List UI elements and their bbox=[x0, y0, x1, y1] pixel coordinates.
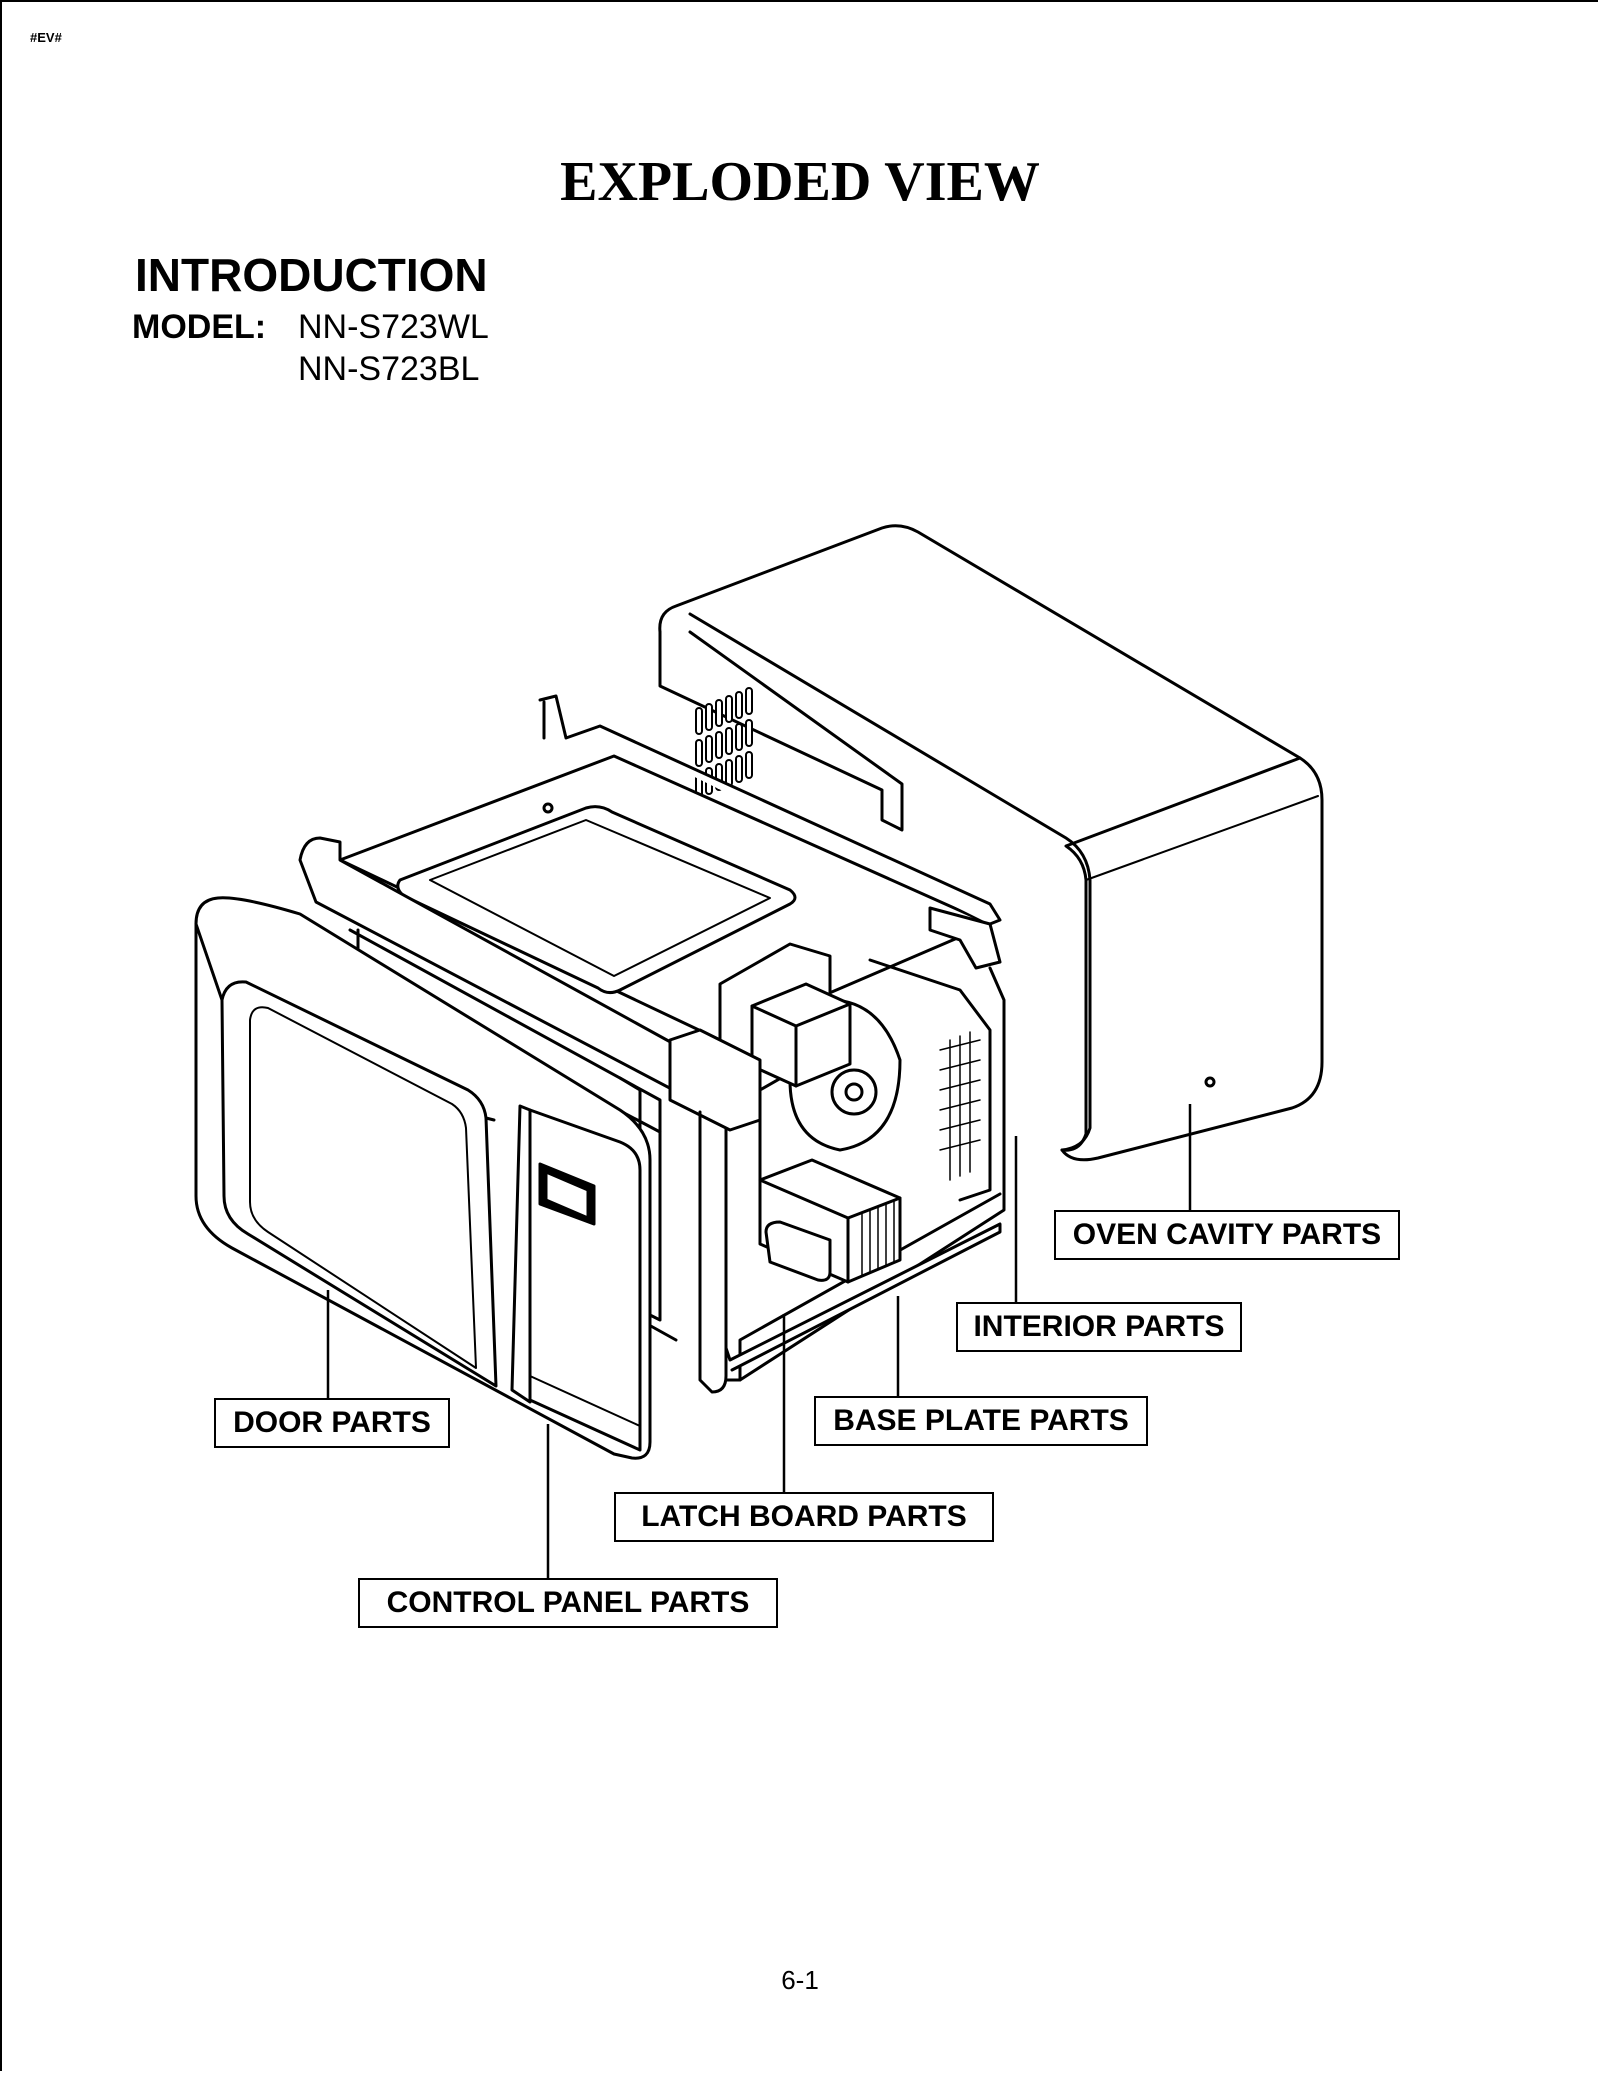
model-number-1: NN-S723WL bbox=[298, 308, 489, 346]
page-title: EXPLODED VIEW bbox=[560, 151, 1040, 213]
latch-board-parts-label[interactable]: LATCH BOARD PARTS bbox=[614, 1492, 994, 1542]
door-parts-label[interactable]: DOOR PARTS bbox=[214, 1398, 450, 1448]
model-label: MODEL: bbox=[132, 308, 267, 346]
base-plate-parts-label[interactable]: BASE PLATE PARTS bbox=[814, 1396, 1148, 1446]
outer-cabinet bbox=[658, 524, 1324, 1162]
section-heading: INTRODUCTION bbox=[135, 249, 488, 301]
model-number-2: NN-S723BL bbox=[298, 350, 480, 388]
oven-chassis bbox=[298, 694, 1006, 1394]
oven-cavity-parts-label[interactable]: OVEN CAVITY PARTS bbox=[1054, 1210, 1400, 1260]
control-panel-parts-label[interactable]: CONTROL PANEL PARTS bbox=[358, 1578, 778, 1628]
interior-parts-label[interactable]: INTERIOR PARTS bbox=[956, 1302, 1242, 1352]
door-assembly bbox=[194, 896, 652, 1460]
document-tag: #EV# bbox=[30, 30, 62, 45]
leader-lines bbox=[326, 1104, 1192, 1580]
page-number: 6-1 bbox=[781, 1965, 819, 1995]
